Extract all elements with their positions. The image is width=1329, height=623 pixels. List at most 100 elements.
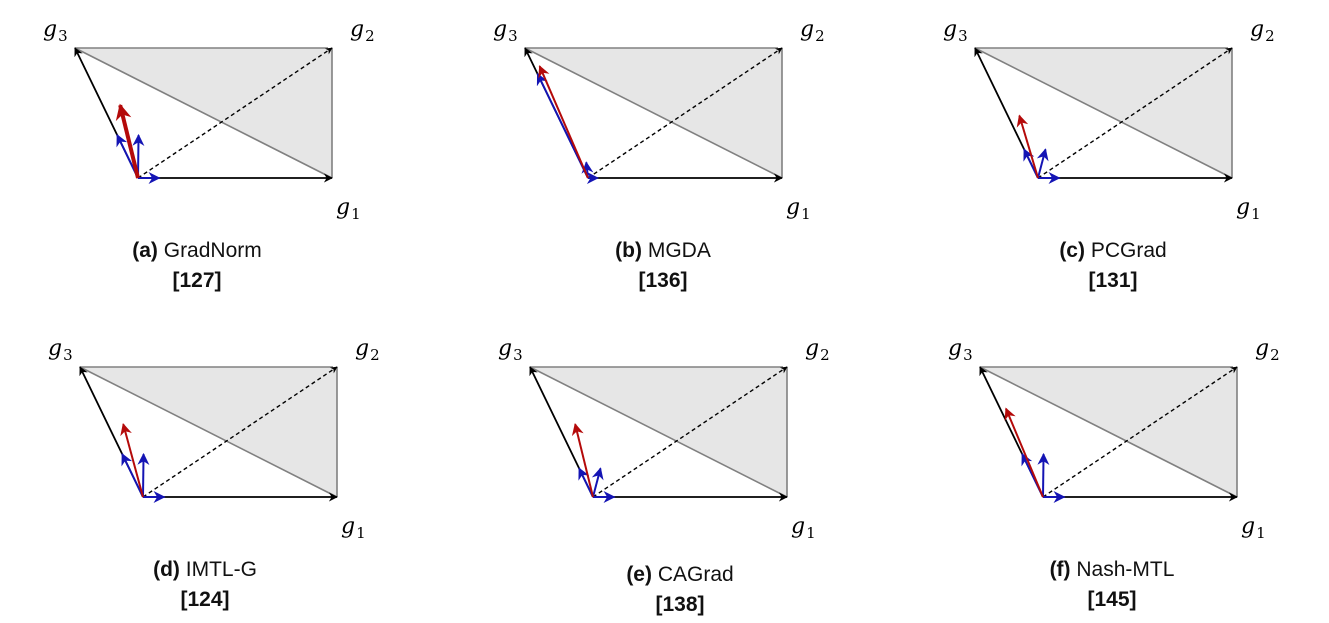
caption-reference: [131] <box>1088 269 1138 292</box>
label-g2-subscript: 2 <box>365 27 375 45</box>
edge-g3-g1 <box>79 366 338 498</box>
label-g3: g3 <box>43 17 68 45</box>
label-g3-base: g <box>48 336 62 361</box>
label-g3-base: g <box>43 17 57 42</box>
vector-g2-dashed <box>592 366 788 498</box>
caption-title: (f) Nash-MTL <box>962 555 1262 585</box>
caption-reference: [124] <box>180 588 230 611</box>
caption-tag: (f) <box>1049 558 1071 581</box>
label-g2-subscript: 2 <box>370 346 380 364</box>
label-g1-base: g <box>786 195 800 220</box>
label-g2: g2 <box>805 336 830 364</box>
label-g1: g1 <box>786 195 811 223</box>
label-g3-subscript: 3 <box>63 346 73 364</box>
label-g2: g2 <box>355 336 380 364</box>
label-g3: g3 <box>493 17 518 45</box>
blue-component-3 <box>591 467 604 498</box>
caption-title: (b) MGDA <box>513 236 813 266</box>
label-g1-subscript: 1 <box>1251 205 1261 223</box>
label-g1-subscript: 1 <box>806 524 816 542</box>
label-g1-base: g <box>341 514 355 539</box>
caption-tag: (c) <box>1059 239 1085 262</box>
blue-component-3 <box>1037 452 1050 498</box>
caption-reference: [136] <box>638 269 688 292</box>
caption-tag: (d) <box>153 558 180 581</box>
blue-component-3 <box>137 452 150 498</box>
label-g2: g2 <box>350 17 375 45</box>
label-g3-base: g <box>493 17 507 42</box>
edge-g3-g1 <box>524 47 783 179</box>
label-g3: g3 <box>498 336 523 364</box>
caption-tag: (b) <box>615 239 642 262</box>
caption-reference: [145] <box>1087 588 1137 611</box>
caption-title: (e) CAGrad <box>530 560 830 590</box>
label-g3-base: g <box>498 336 512 361</box>
red-update-vector <box>1004 407 1044 498</box>
vector-g2-dashed <box>1037 47 1233 179</box>
label-g2-subscript: 2 <box>815 27 825 45</box>
label-g2-base: g <box>355 336 369 361</box>
label-g2-base: g <box>1255 336 1269 361</box>
caption-reference: [138] <box>655 593 705 616</box>
caption-b: (b) MGDA [136] <box>513 236 813 296</box>
label-g2: g2 <box>1250 17 1275 45</box>
label-g1-base: g <box>1236 195 1250 220</box>
caption-method: IMTL-G <box>185 558 257 581</box>
label-g3: g3 <box>48 336 73 364</box>
label-g3-subscript: 3 <box>513 346 523 364</box>
red-update-vector <box>115 103 140 179</box>
caption-d: (d) IMTL-G [124] <box>55 555 355 615</box>
label-g1-subscript: 1 <box>356 524 366 542</box>
caption-title: (a) GradNorm <box>47 236 347 266</box>
label-g2-base: g <box>1250 17 1264 42</box>
vector-g2-dashed <box>137 47 333 179</box>
vector-g2-dashed <box>587 47 783 179</box>
label-g3-subscript: 3 <box>963 346 973 364</box>
vector-g2-dashed <box>142 366 338 498</box>
label-g1: g1 <box>1236 195 1261 223</box>
label-g1: g1 <box>341 514 366 542</box>
edge-g3-g1 <box>74 47 333 179</box>
caption-method: PCGrad <box>1090 239 1167 262</box>
label-g1-subscript: 1 <box>351 205 361 223</box>
label-g2-base: g <box>350 17 364 42</box>
caption-method: CAGrad <box>657 563 734 586</box>
caption-title: (d) IMTL-G <box>55 555 355 585</box>
label-g1-base: g <box>1241 514 1255 539</box>
label-g2-base: g <box>805 336 819 361</box>
label-g1-subscript: 1 <box>801 205 811 223</box>
label-g3: g3 <box>943 17 968 45</box>
caption-a: (a) GradNorm[127] <box>47 236 347 296</box>
caption-method: Nash-MTL <box>1076 558 1175 581</box>
caption-tag: (a) <box>132 239 158 262</box>
label-g3: g3 <box>948 336 973 364</box>
caption-c: (c) PCGrad [131] <box>963 236 1263 296</box>
label-g1-subscript: 1 <box>1256 524 1266 542</box>
label-g1-base: g <box>791 514 805 539</box>
caption-tag: (e) <box>626 563 652 586</box>
edge-g3-g1 <box>974 47 1233 179</box>
label-g3-base: g <box>943 17 957 42</box>
label-g1-base: g <box>336 195 350 220</box>
label-g2-subscript: 2 <box>1270 346 1280 364</box>
caption-title: (c) PCGrad <box>963 236 1263 266</box>
label-g2-subscript: 2 <box>1265 27 1275 45</box>
red-update-vector <box>1016 114 1039 179</box>
edge-g3-g1 <box>529 366 788 498</box>
label-g2: g2 <box>800 17 825 45</box>
caption-method: GradNorm <box>163 239 262 262</box>
label-g3-subscript: 3 <box>58 27 68 45</box>
blue-component-2 <box>121 453 144 498</box>
label-g1: g1 <box>791 514 816 542</box>
label-g2: g2 <box>1255 336 1280 364</box>
label-g2-base: g <box>800 17 814 42</box>
vector-g2-dashed <box>1042 366 1238 498</box>
label-g3-base: g <box>948 336 962 361</box>
label-g2-subscript: 2 <box>820 346 830 364</box>
